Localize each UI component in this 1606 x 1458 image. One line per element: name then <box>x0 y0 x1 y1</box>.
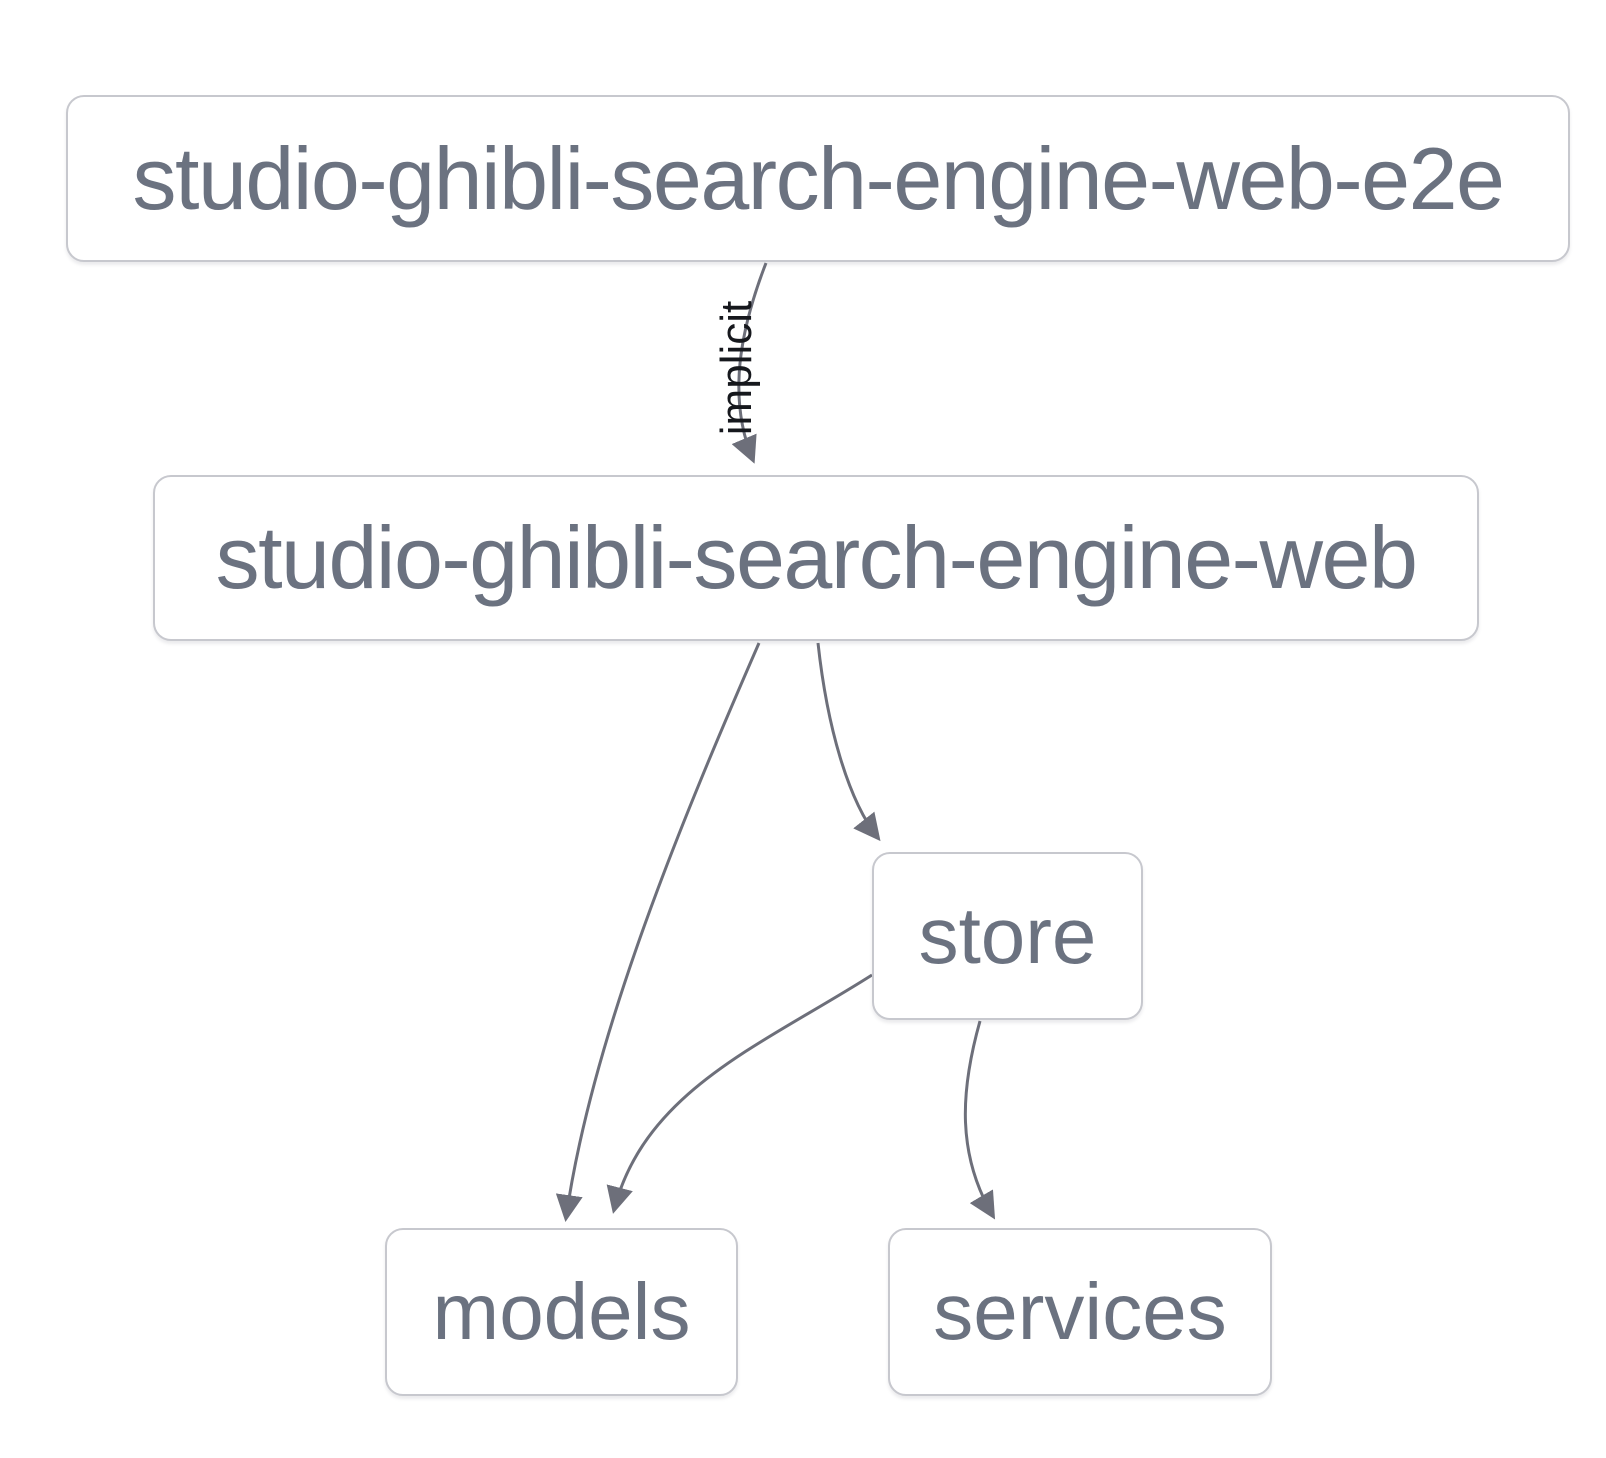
node-label: studio-ghibli-search-engine-web-e2e <box>132 128 1505 228</box>
node-services[interactable]: services <box>888 1228 1272 1396</box>
edge-web-to-store <box>816 642 881 842</box>
node-label: store <box>918 891 1097 980</box>
edge-label-implicit: implicit <box>712 300 761 436</box>
node-store[interactable]: store <box>872 852 1143 1020</box>
node-label: models <box>432 1267 691 1356</box>
edge-web-to-models <box>555 642 761 1223</box>
edge-store-to-models <box>606 973 873 1214</box>
node-label: studio-ghibli-search-engine-web <box>215 508 1418 607</box>
node-studio-ghibli-search-engine-web-e2e[interactable]: studio-ghibli-search-engine-web-e2e <box>66 95 1570 262</box>
node-studio-ghibli-search-engine-web[interactable]: studio-ghibli-search-engine-web <box>153 475 1479 641</box>
edge-e2e-to-web <box>731 262 768 464</box>
node-models[interactable]: models <box>385 1228 738 1396</box>
node-label: services <box>933 1267 1227 1356</box>
edge-store-to-services <box>963 1020 996 1220</box>
